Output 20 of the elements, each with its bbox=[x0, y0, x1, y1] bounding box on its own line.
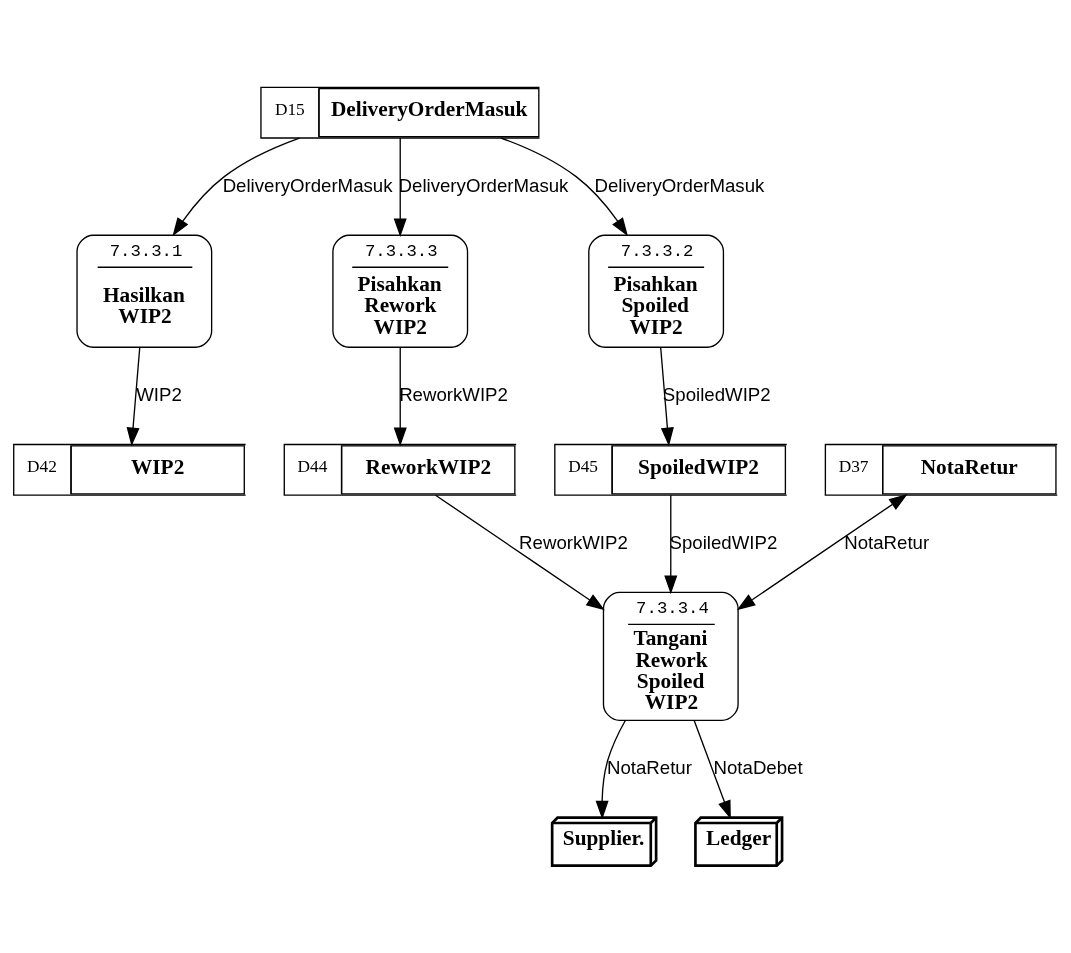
arrow bbox=[595, 720, 626, 820]
edge-label: WIP2 bbox=[136, 383, 182, 405]
edge-label: ReworkWIP2 bbox=[519, 531, 628, 553]
arrow bbox=[693, 719, 731, 820]
edge-label: NotaDebet bbox=[713, 756, 803, 778]
node-box: 7.3.3.1 Hasilkan WIP2 bbox=[76, 234, 213, 348]
node-box: 7.3.3.3 Pisahkan Rework WIP2 bbox=[332, 234, 469, 348]
arrow bbox=[664, 494, 678, 595]
arrow bbox=[660, 346, 674, 447]
node-box: 7.3.3.2 Pisahkan Spoiled WIP2 bbox=[588, 234, 725, 348]
edge-label: NotaRetur bbox=[606, 756, 692, 778]
arrow bbox=[126, 346, 141, 447]
edge-label: DeliveryOrderMasuk bbox=[594, 174, 765, 196]
arrow bbox=[434, 494, 605, 611]
arrow bbox=[172, 137, 301, 237]
node-box: 7.3.3.4 Tangani Rework Spoiled WIP2 bbox=[602, 591, 739, 722]
arrow bbox=[736, 494, 908, 611]
edge-label: NotaRetur bbox=[844, 531, 930, 553]
arrow bbox=[500, 137, 628, 237]
edge-label: DeliveryOrderMasuk bbox=[222, 174, 393, 196]
